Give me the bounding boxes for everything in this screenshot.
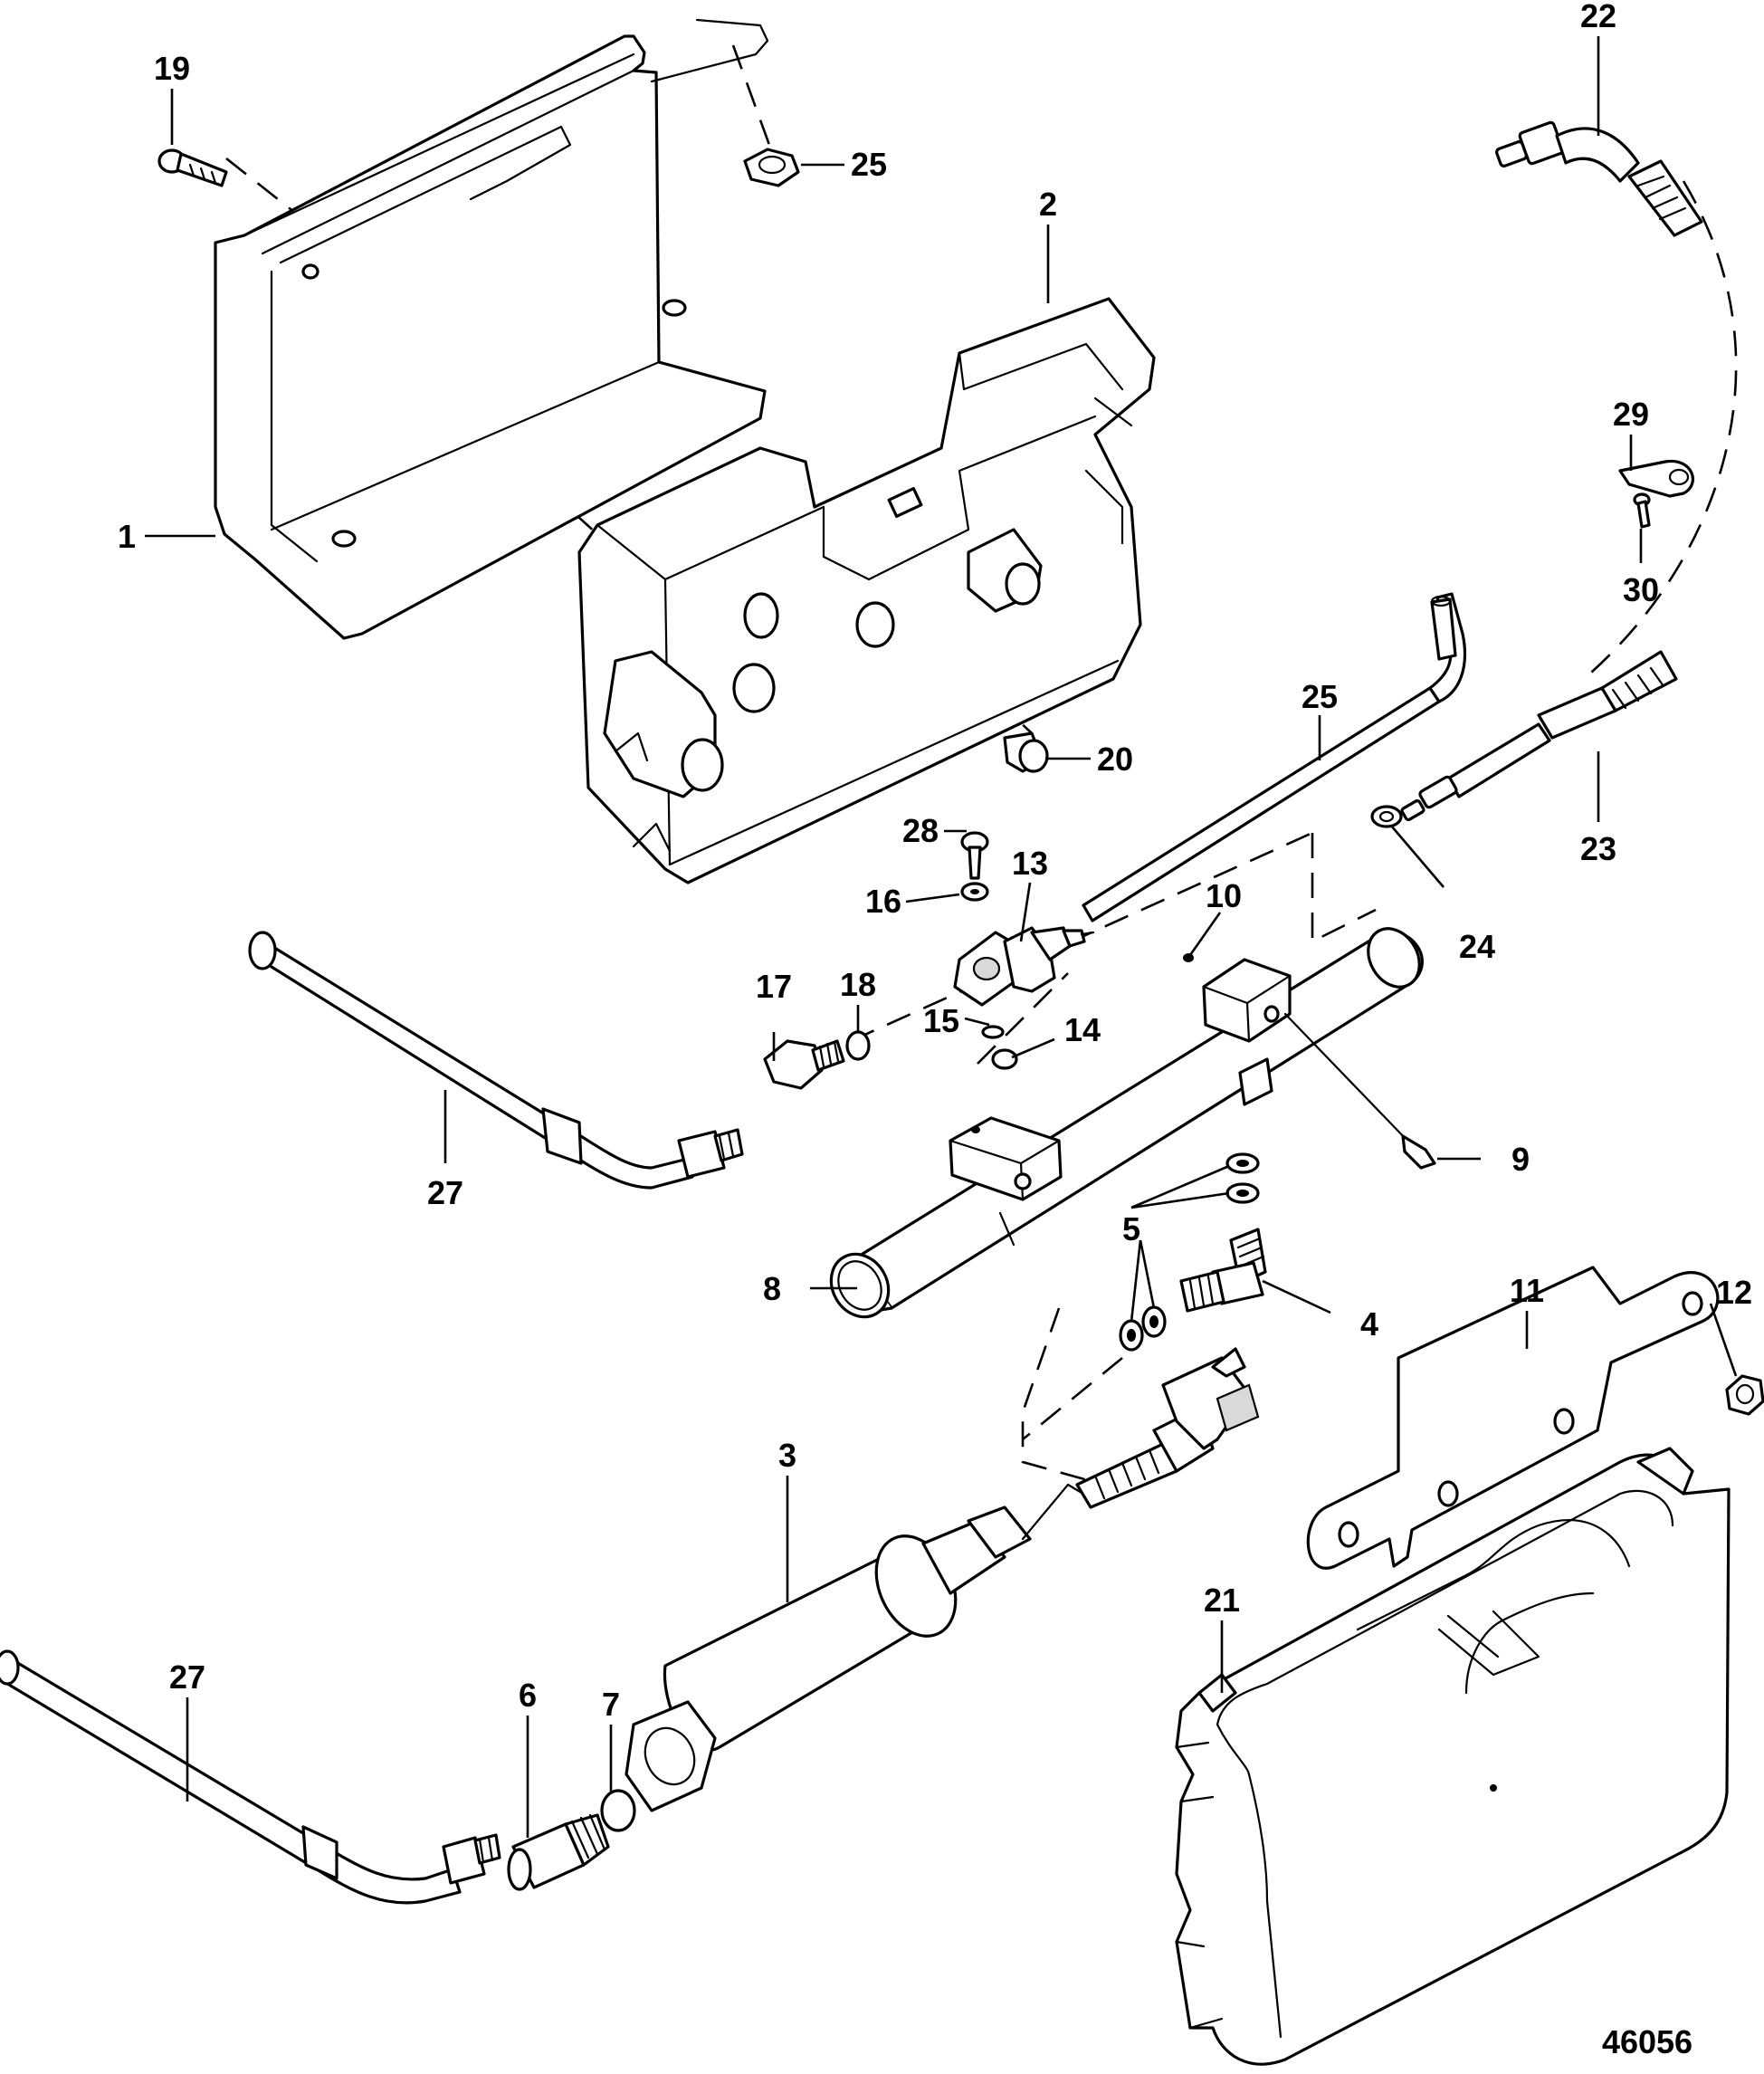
part-24-nut — [743, 148, 800, 187]
part-18-oring — [845, 1030, 871, 1061]
callout-27: 27 — [169, 1658, 205, 1696]
part-2-housing — [577, 297, 1156, 884]
part-30-screw — [1633, 492, 1651, 529]
part-27-fuel-line — [0, 1649, 501, 1905]
callout-10: 10 — [1206, 877, 1242, 914]
part-5-washers-upper — [1225, 1152, 1260, 1204]
part-22-hose-upper — [1495, 120, 1703, 237]
callout-20: 20 — [1097, 741, 1133, 778]
callout-30: 30 — [1623, 571, 1659, 608]
callout-13: 13 — [1012, 845, 1048, 882]
part-13-regulator — [953, 926, 1095, 1007]
callout-labels: 19 22 25 2 1 29 30 25 20 23 28 16 13 10 … — [118, 0, 1752, 2060]
callout-1: 1 — [118, 518, 136, 555]
callout-29: 29 — [1613, 396, 1649, 433]
part-15-oring — [981, 1025, 1005, 1039]
callout-6: 6 — [519, 1677, 537, 1714]
callout-21: 21 — [1204, 1582, 1240, 1619]
callout-4: 4 — [1360, 1305, 1378, 1343]
part-25-tube — [1082, 592, 1467, 922]
callout-5-upper: 5 — [1122, 1210, 1140, 1247]
callout-18: 18 — [840, 966, 876, 1003]
part-16-washer — [960, 882, 989, 902]
callout-17: 17 — [756, 968, 792, 1005]
part-6-fitting — [507, 1813, 610, 1891]
callout-11: 11 — [1510, 1272, 1544, 1309]
part-10-plug — [1183, 953, 1194, 962]
part-11-bracket — [1306, 1266, 1720, 1570]
leader-lines — [145, 36, 1738, 1838]
callout-8: 8 — [763, 1270, 781, 1307]
part-23-washer — [1370, 805, 1403, 828]
callout-7: 7 — [602, 1686, 620, 1723]
figure-number: 46056 — [1602, 2023, 1692, 2060]
part-22-hose-lower — [1400, 650, 1678, 822]
callout-26: 27 — [427, 1174, 463, 1211]
callout-19: 19 — [154, 50, 190, 87]
part-21-reservoir — [1175, 1447, 1731, 2066]
part-20-plug — [1003, 731, 1049, 773]
callout-2: 2 — [1039, 186, 1057, 223]
part-4-elbow-fitting — [1179, 1228, 1267, 1313]
part-28-bolt — [960, 831, 989, 880]
part-17-fitting — [763, 1039, 845, 1090]
part-19-screw — [157, 148, 228, 187]
part-12-nut — [1725, 1374, 1764, 1416]
callout-16: 16 — [865, 883, 901, 920]
part-14-oring — [991, 1048, 1018, 1070]
part-7-filter-disc — [600, 1789, 636, 1832]
callout-3: 3 — [778, 1437, 796, 1474]
part-29-clamp — [1618, 459, 1694, 498]
callout-24: 25 — [851, 146, 887, 183]
callout-12: 12 — [1716, 1274, 1752, 1311]
part-1-mounting-bracket — [214, 18, 769, 640]
part-8-fuel-rail — [829, 927, 1424, 1319]
callout-15: 15 — [923, 1002, 959, 1039]
callout-9: 9 — [1511, 1141, 1530, 1178]
part-26-fuel-line — [248, 931, 744, 1190]
callout-14: 14 — [1064, 1011, 1101, 1048]
callout-22-upper: 22 — [1580, 0, 1616, 34]
part-9-screw — [1283, 1012, 1436, 1170]
part-5-washers-lower — [1119, 1305, 1167, 1352]
callout-23: 24 — [1459, 928, 1495, 965]
callout-25: 25 — [1302, 678, 1338, 715]
part-3-fuel-pump — [625, 1347, 1260, 1812]
callout-28: 28 — [902, 812, 939, 849]
callout-22-lower: 23 — [1580, 830, 1616, 867]
